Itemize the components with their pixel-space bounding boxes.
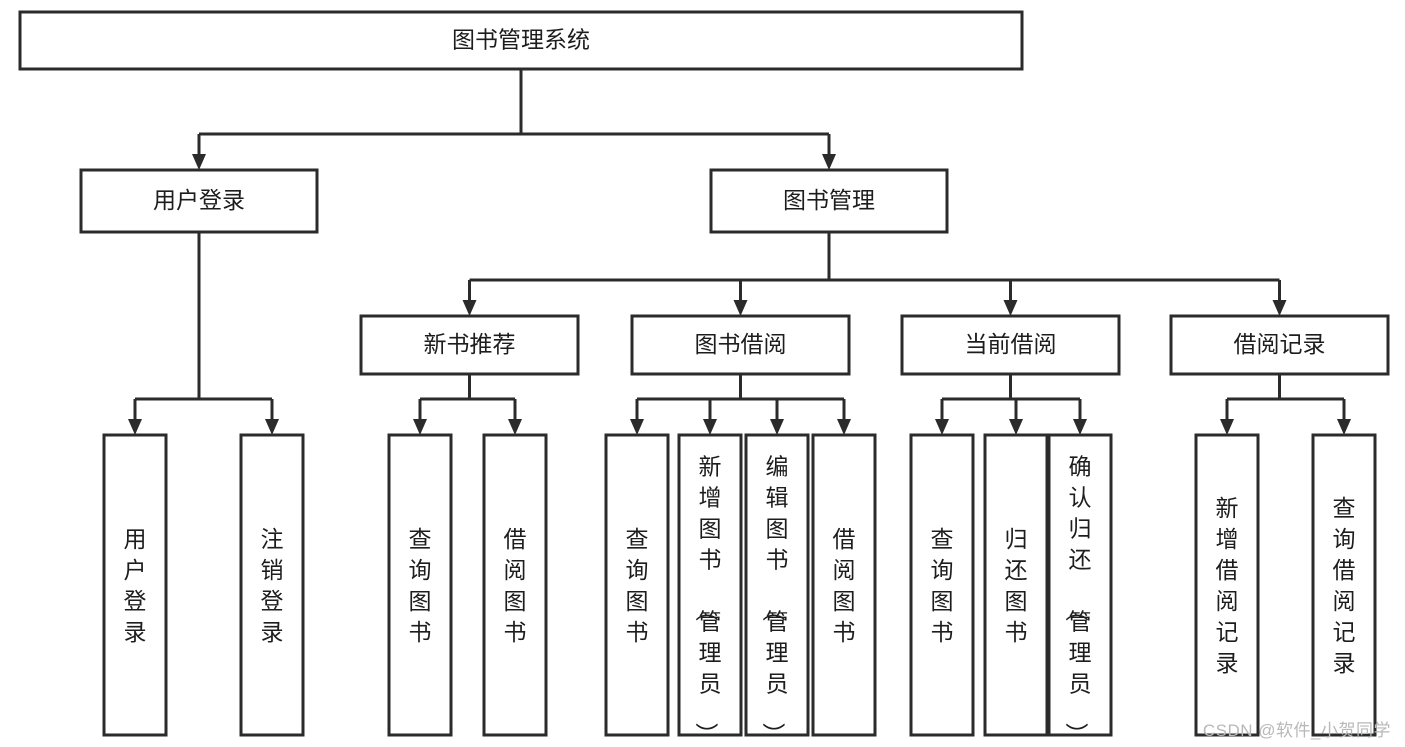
node-label: 图书管理 xyxy=(783,187,875,213)
arrow-head xyxy=(265,419,279,435)
node-leaf-edit-book[interactable]: 编辑图书（管理员） xyxy=(744,433,810,746)
node-box xyxy=(983,433,1049,737)
node-box xyxy=(1194,433,1260,737)
connector-book-borrow xyxy=(630,374,851,435)
node-label: 新书推荐 xyxy=(424,331,516,357)
arrow-head xyxy=(630,419,644,435)
node-label: 查询图书 xyxy=(931,526,954,645)
node-current-borrow[interactable]: 当前借阅 xyxy=(900,314,1121,376)
node-borrow-record[interactable]: 借阅记录 xyxy=(1169,314,1390,376)
node-root[interactable]: 图书管理系统 xyxy=(18,10,1024,71)
arrow-head xyxy=(837,419,851,435)
node-box xyxy=(102,433,168,737)
node-box xyxy=(744,433,810,737)
node-label: 归还图书 xyxy=(1005,526,1028,645)
node-book-borrow[interactable]: 图书借阅 xyxy=(630,314,851,376)
node-box xyxy=(811,433,877,737)
node-box xyxy=(630,314,851,376)
arrow-head xyxy=(733,300,748,316)
node-label: 借阅图书 xyxy=(833,526,856,645)
node-label: 查询图书 xyxy=(626,526,649,645)
node-leaf-query-book-2[interactable]: 查询图书 xyxy=(604,433,670,737)
node-user-login[interactable]: 用户登录 xyxy=(79,168,319,234)
arrow-head xyxy=(703,419,717,435)
node-leaf-borrow-book-2[interactable]: 借阅图书 xyxy=(811,433,877,737)
arrow-head xyxy=(192,154,206,170)
connector-borrow-record xyxy=(1220,374,1351,435)
arrow-head xyxy=(462,300,477,316)
node-label: 新增借阅记录 xyxy=(1216,495,1239,676)
node-leaf-user-logout[interactable]: 注销登录 xyxy=(239,433,305,737)
connector-layer xyxy=(128,69,1351,435)
connector-current-borrow xyxy=(935,374,1087,435)
node-box xyxy=(359,314,580,376)
arrow-head xyxy=(935,419,949,435)
arrow-head xyxy=(128,419,142,435)
arrow-head xyxy=(1272,300,1287,316)
node-leaf-borrow-book-1[interactable]: 借阅图书 xyxy=(482,433,548,737)
node-leaf-query-borrow-record[interactable]: 查询借阅记录 xyxy=(1311,433,1377,737)
node-leaf-user-login[interactable]: 用户登录 xyxy=(102,433,168,737)
node-leaf-confirm-return[interactable]: 确认归还（管理员） xyxy=(1047,433,1113,746)
node-label: 图书管理系统 xyxy=(452,27,590,53)
arrow-head xyxy=(770,419,784,435)
node-box xyxy=(604,433,670,737)
node-leaf-return-book[interactable]: 归还图书 xyxy=(983,433,1049,737)
node-book-management[interactable]: 图书管理 xyxy=(709,168,949,234)
node-label: 图书借阅 xyxy=(695,331,787,357)
node-box xyxy=(482,433,548,737)
node-new-book-recommend[interactable]: 新书推荐 xyxy=(359,314,580,376)
node-label: 新增图书（管理员） xyxy=(694,454,722,746)
node-leaf-add-borrow-record[interactable]: 新增借阅记录 xyxy=(1194,433,1260,737)
node-box xyxy=(1169,314,1390,376)
arrow-head xyxy=(508,419,522,435)
node-box xyxy=(900,314,1121,376)
node-leaf-add-book[interactable]: 新增图书（管理员） xyxy=(677,433,743,746)
node-label: 借阅图书 xyxy=(504,526,527,645)
node-leaf-query-book-1[interactable]: 查询图书 xyxy=(387,433,453,737)
node-label: 借阅记录 xyxy=(1234,331,1326,357)
node-label: 查询图书 xyxy=(409,526,432,645)
arrow-head xyxy=(822,154,836,170)
node-box xyxy=(909,433,975,737)
node-box xyxy=(677,433,743,737)
connector-new-book-recommend xyxy=(413,374,522,435)
node-box xyxy=(1047,433,1113,737)
node-label: 用户登录 xyxy=(124,526,147,645)
node-layer: 图书管理系统用户登录图书管理新书推荐图书借阅当前借阅借阅记录用户登录注销登录查询… xyxy=(18,10,1390,746)
arrow-head xyxy=(1003,300,1018,316)
node-label: 确认归还（管理员） xyxy=(1064,454,1092,746)
node-box xyxy=(387,433,453,737)
connector-user-login xyxy=(128,232,279,435)
node-box xyxy=(1311,433,1377,737)
node-leaf-query-book-3[interactable]: 查询图书 xyxy=(909,433,975,737)
arrow-head xyxy=(1220,419,1234,435)
arrow-head xyxy=(413,419,427,435)
node-box xyxy=(239,433,305,737)
node-box xyxy=(709,168,949,234)
arrow-head xyxy=(1073,419,1087,435)
arrow-head xyxy=(1009,419,1023,435)
connector-root xyxy=(192,69,836,170)
node-label: 用户登录 xyxy=(153,187,245,213)
node-label: 注销登录 xyxy=(261,526,284,645)
arrow-head xyxy=(1337,419,1351,435)
node-label: 查询借阅记录 xyxy=(1333,495,1356,676)
connector-book-management xyxy=(462,232,1287,316)
node-label: 当前借阅 xyxy=(965,331,1057,357)
node-box xyxy=(79,168,319,234)
node-label: 编辑图书（管理员） xyxy=(761,454,789,746)
node-box xyxy=(18,10,1024,71)
